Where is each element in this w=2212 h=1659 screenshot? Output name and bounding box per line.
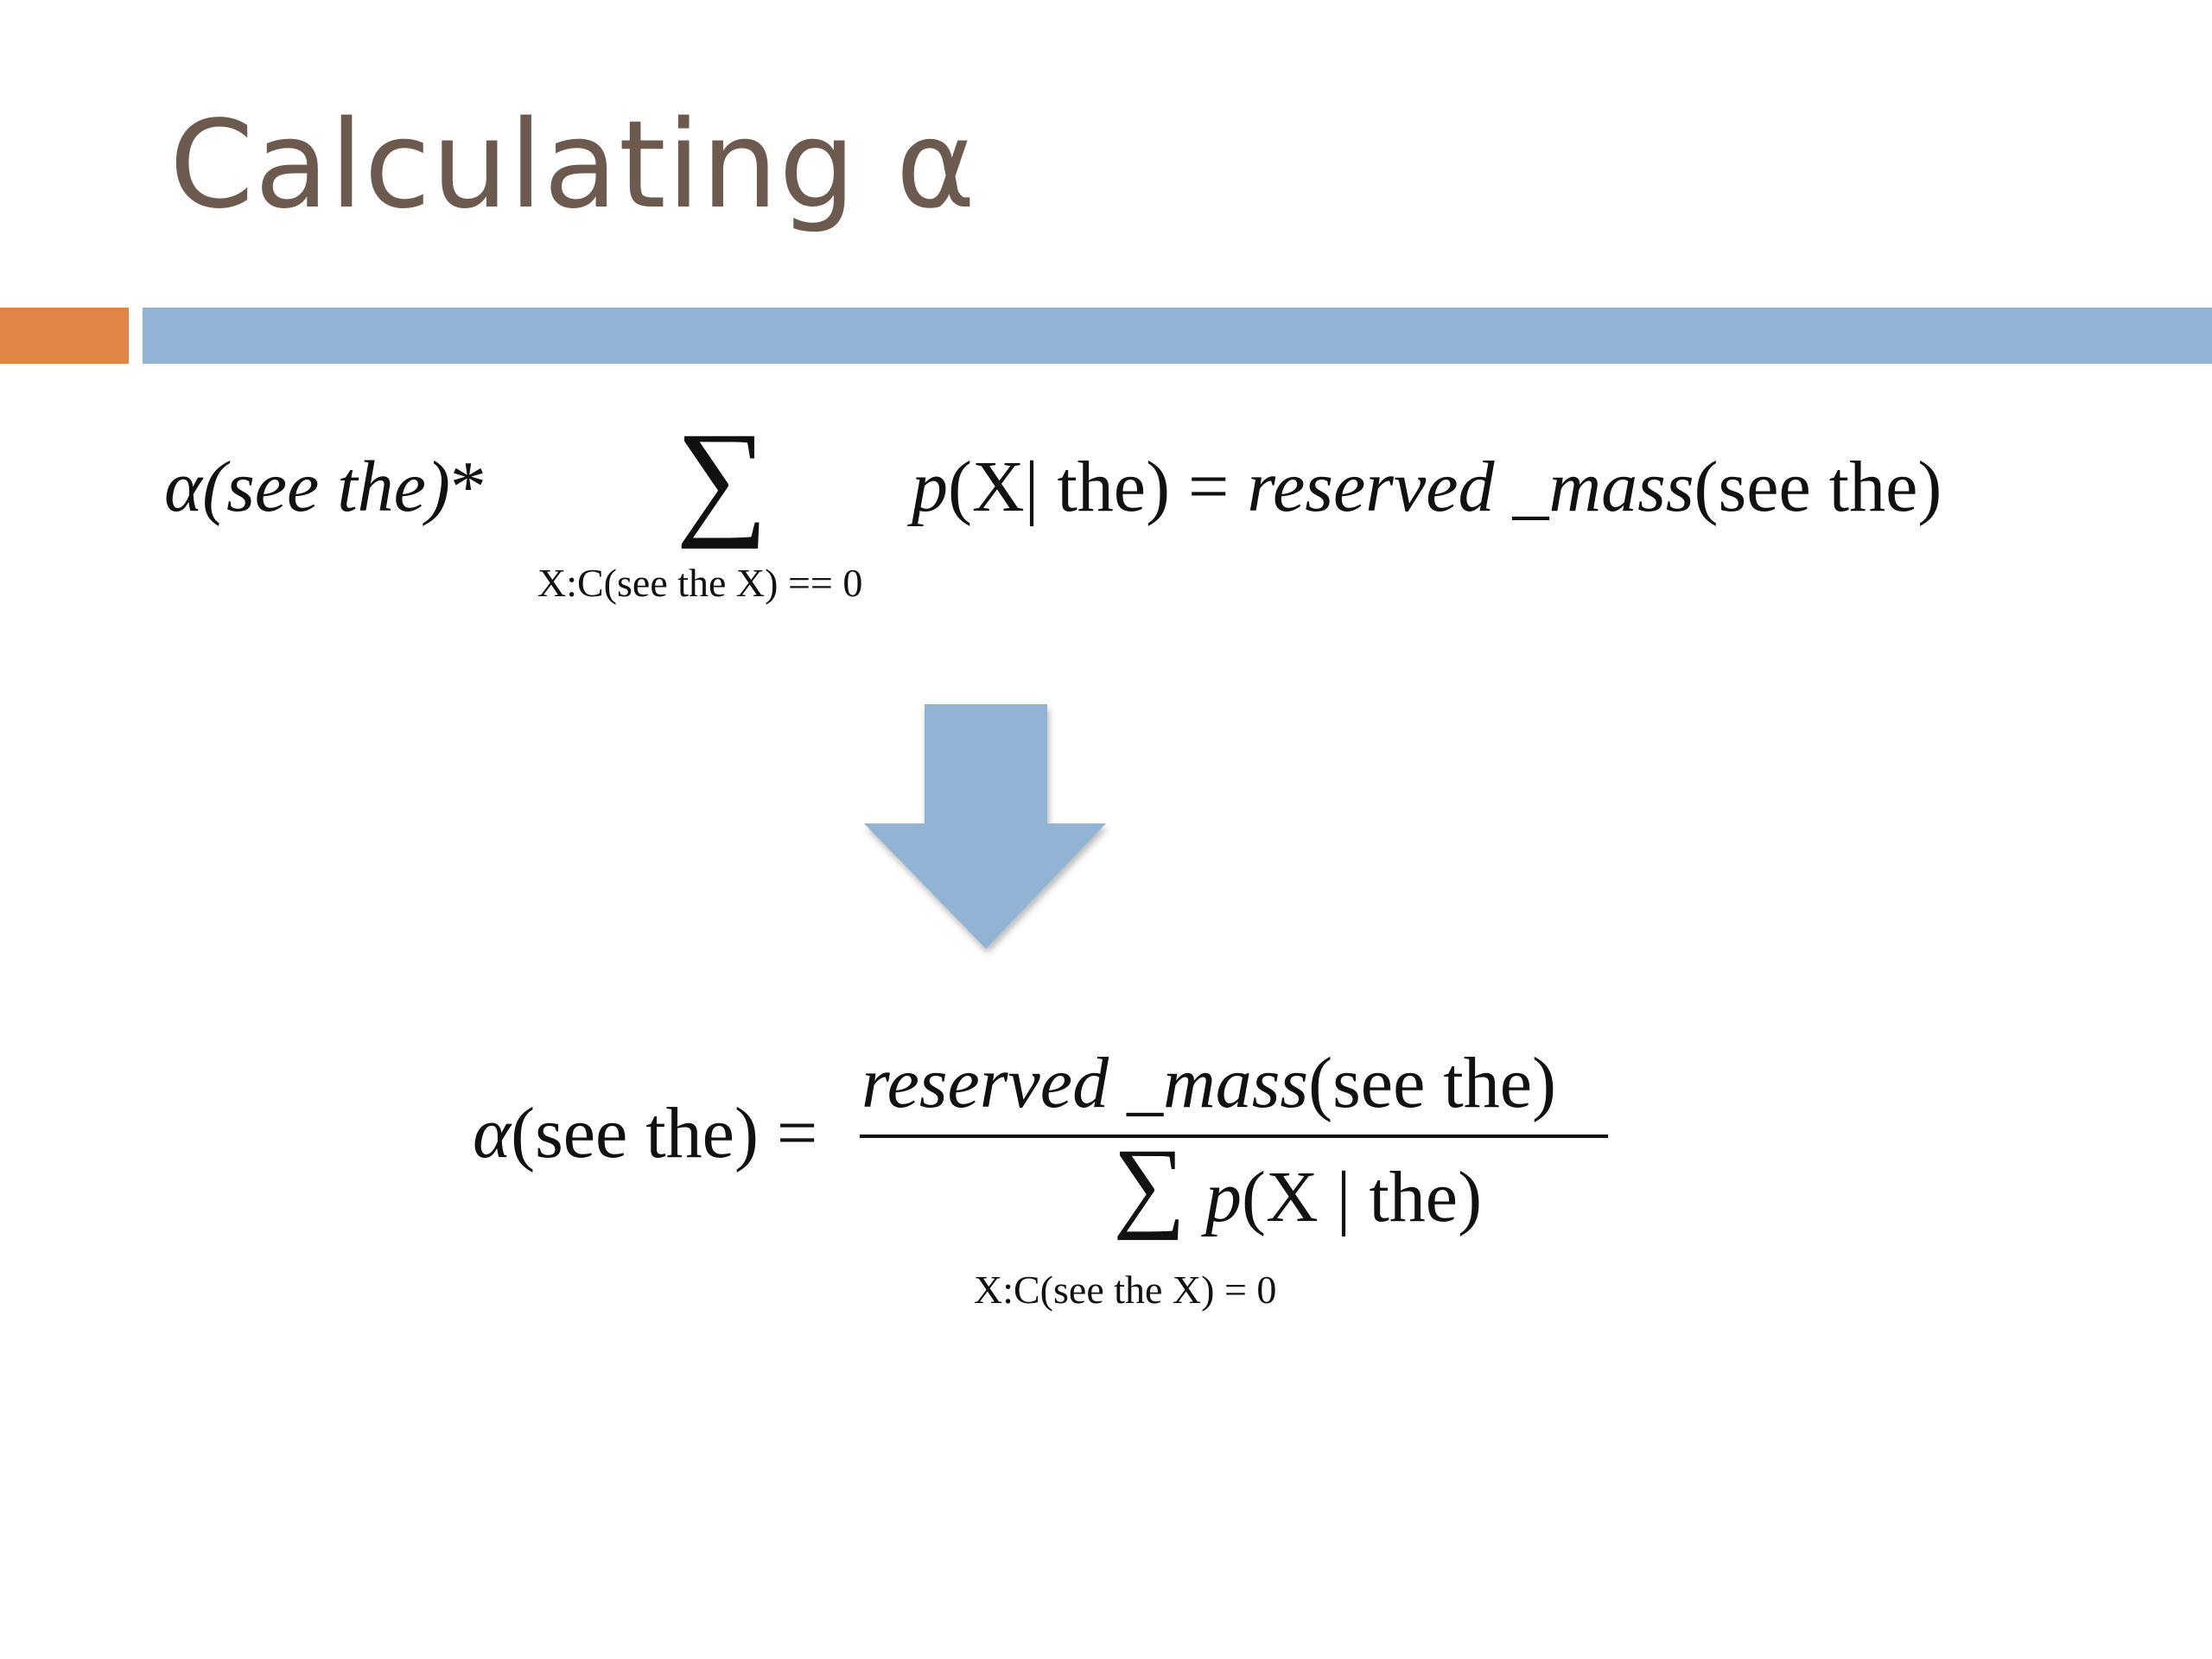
eq2-reserved-args: (see the) (1308, 1043, 1556, 1123)
eq2-p: p (1205, 1157, 1242, 1237)
eq1-sum-subscript: X:C(see the X) == 0 (537, 561, 863, 605)
equation1-left-side: α(see the)* (164, 451, 486, 524)
eq2-left-args: (see the) = (511, 1093, 818, 1173)
eq1-left-args: (see the) (202, 447, 450, 527)
eq2-alpha: α (473, 1093, 512, 1173)
slide-title: Calculating α (169, 95, 977, 236)
equation1-right-side: p(X| the) = reserved _mass(see the) (912, 451, 1942, 524)
eq2-denominator: p(X | the) (1205, 1161, 1482, 1234)
title-accent-orange-bar (0, 308, 129, 364)
down-arrow-icon (864, 704, 1106, 949)
eq2-fraction-bar (860, 1135, 1608, 1138)
eq1-sigma-symbol: ∑ (676, 406, 768, 550)
eq2-sum-subscript: X:C(see the X) = 0 (974, 1268, 1277, 1312)
eq1-reserved-args: (see the) (1694, 447, 1942, 527)
eq2-numerator: reserved _mass(see the) (861, 1047, 1556, 1120)
eq1-alpha: α (164, 447, 203, 527)
title-accent-blue-bar (143, 308, 2212, 364)
eq1-p: p (912, 447, 948, 527)
eq2-reserved-mass: reserved _mass (861, 1043, 1309, 1123)
eq1-reserved-mass: reserved _mass (1247, 447, 1694, 527)
eq1-p-args: (X| the) = (948, 447, 1248, 527)
eq2-p-args: (X | the) (1242, 1157, 1483, 1237)
eq2-sigma-symbol: ∑ (1113, 1128, 1186, 1241)
equation2-left-side: α(see the) = (473, 1097, 817, 1170)
eq1-star: * (449, 447, 486, 527)
